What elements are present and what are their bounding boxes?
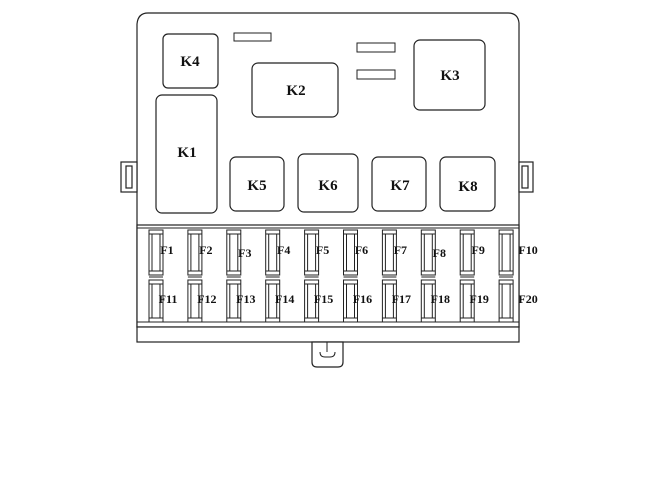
fuse-top-3 bbox=[226, 229, 242, 276]
fuse-label-f4: F4 bbox=[277, 243, 290, 257]
relay-k1: K1 bbox=[155, 94, 218, 214]
fuse-label-f9: F9 bbox=[472, 243, 485, 257]
fuse-top-6 bbox=[343, 229, 358, 276]
fuse-label-f2: F2 bbox=[199, 243, 212, 257]
relay-k6: K6 bbox=[297, 153, 359, 213]
fuse-top-2 bbox=[187, 229, 203, 276]
small-slot-2 bbox=[356, 42, 396, 53]
fuse-top-7 bbox=[381, 229, 397, 276]
fuse-top-1 bbox=[148, 229, 164, 276]
relay-k1-label: K1 bbox=[177, 145, 196, 161]
fuse-bottom-1 bbox=[148, 279, 164, 323]
fuse-bottom-8 bbox=[420, 279, 436, 323]
fuse-top-9 bbox=[459, 229, 475, 276]
fuse-label-f17: F17 bbox=[392, 292, 411, 306]
fuse-bottom-10 bbox=[498, 279, 514, 323]
fuse-bottom-9 bbox=[459, 279, 475, 323]
fuse-bottom-4 bbox=[265, 279, 281, 323]
fuse-label-f20: F20 bbox=[518, 292, 537, 306]
fuse-bottom-2 bbox=[187, 279, 203, 323]
fuse-bottom-6 bbox=[343, 279, 358, 323]
relay-k2-label: K2 bbox=[286, 83, 305, 99]
relay-k8: K8 bbox=[439, 156, 496, 212]
fuse-top-5 bbox=[304, 229, 320, 276]
fuse-bottom-7 bbox=[381, 279, 397, 323]
fuse-label-f13: F13 bbox=[236, 292, 255, 306]
fuse-label-f5: F5 bbox=[316, 243, 329, 257]
relay-k5: K5 bbox=[229, 156, 285, 212]
fuse-label-f1: F1 bbox=[160, 243, 173, 257]
relay-k3-label: K3 bbox=[440, 68, 459, 84]
small-slot-3 bbox=[356, 69, 396, 80]
fuse-label-f11: F11 bbox=[159, 292, 178, 306]
relay-k4-label: K4 bbox=[180, 54, 200, 70]
fuse-label-f6: F6 bbox=[355, 243, 368, 257]
relay-k8-label: K8 bbox=[458, 179, 477, 195]
fuse-label-f15: F15 bbox=[314, 292, 333, 306]
fuse-top-4 bbox=[265, 229, 281, 276]
fuse-label-f8: F8 bbox=[433, 246, 446, 260]
right-clip-inner bbox=[521, 165, 529, 189]
fuse-label-f18: F18 bbox=[431, 292, 450, 306]
fuse-top-8 bbox=[420, 229, 436, 276]
bottom-tab bbox=[311, 341, 344, 368]
relay-k5-label: K5 bbox=[247, 178, 266, 194]
fuse-bottom-5 bbox=[304, 279, 320, 323]
fuse-label-f14: F14 bbox=[275, 292, 294, 306]
bottom-rail bbox=[136, 326, 520, 343]
relay-k4: K4 bbox=[162, 33, 219, 89]
relay-k7-label: K7 bbox=[390, 178, 410, 194]
fuse-label-f3: F3 bbox=[238, 246, 251, 260]
fuse-bottom-3 bbox=[226, 279, 242, 323]
fuse-label-f7: F7 bbox=[394, 243, 407, 257]
relay-k3: K3 bbox=[413, 39, 486, 111]
fuse-top-10 bbox=[498, 229, 514, 276]
fuse-label-f19: F19 bbox=[470, 292, 489, 306]
fuse-label-f16: F16 bbox=[353, 292, 372, 306]
relay-k2: K2 bbox=[251, 62, 339, 118]
fuse-label-f10: F10 bbox=[518, 243, 537, 257]
fuse-label-f12: F12 bbox=[197, 292, 216, 306]
small-slot-1 bbox=[233, 32, 272, 42]
left-clip-inner bbox=[125, 165, 133, 189]
relay-k7: K7 bbox=[371, 156, 427, 212]
relay-k6-label: K6 bbox=[318, 178, 338, 194]
